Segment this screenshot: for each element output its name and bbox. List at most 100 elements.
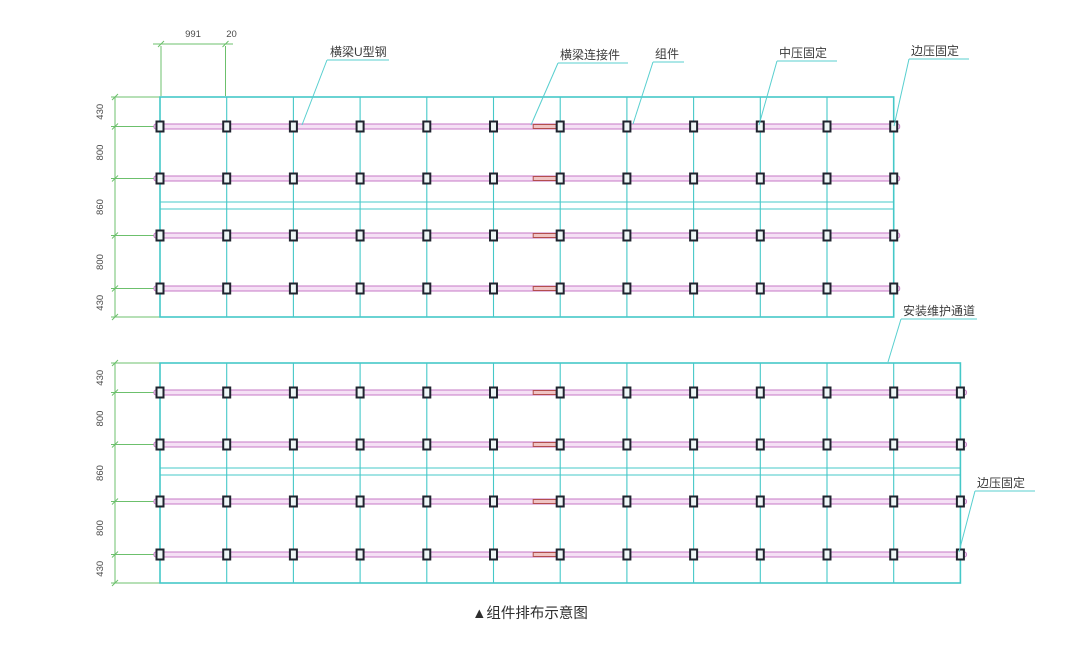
- beam-connector: [532, 390, 557, 395]
- callout-label-mid-clamp: 中压固定: [779, 45, 827, 60]
- dim-label-bottom-2: 860: [95, 465, 106, 481]
- mid-clamp: [288, 282, 298, 295]
- mid-clamp: [422, 548, 432, 561]
- beam-connector: [532, 176, 557, 181]
- mid-clamp: [288, 229, 298, 242]
- beam-connector: [532, 552, 557, 557]
- callout-label-module: 组件: [655, 47, 679, 61]
- mid-clamp: [555, 548, 565, 561]
- mid-clamp: [622, 172, 632, 185]
- mid-clamp: [822, 438, 832, 451]
- callout-leader-edge-clamp-bottom: [958, 490, 976, 553]
- left-dim-oblique-tick: [111, 359, 119, 367]
- left-dim-oblique-tick: [111, 441, 119, 448]
- mid-clamp: [689, 282, 699, 295]
- mid-clamp: [755, 548, 765, 561]
- mid-clamp: [555, 172, 565, 185]
- mid-clamp: [822, 548, 832, 561]
- table-frame: [159, 362, 962, 584]
- mid-clamp: [355, 438, 365, 451]
- callout-label-maintenance-channel: 安装维护通道: [903, 303, 975, 318]
- table-frame: [159, 96, 895, 318]
- callout-label-beam-connector: 横梁连接件: [560, 47, 620, 62]
- callout-label-beam-u-steel: 横梁U型钢: [330, 44, 387, 59]
- mid-clamp: [422, 282, 432, 295]
- mid-clamp: [755, 120, 765, 133]
- mid-clamp: [755, 172, 765, 185]
- callout-leader-module: [632, 61, 654, 125]
- edge-clamp: [155, 386, 165, 399]
- mid-clamp: [889, 548, 899, 561]
- edge-clamp: [889, 229, 899, 242]
- mid-clamp: [822, 229, 832, 242]
- beam-connector: [532, 442, 557, 447]
- callout-leader-beam-connector: [530, 62, 559, 126]
- mid-clamp: [355, 282, 365, 295]
- mid-clamp: [822, 120, 832, 133]
- mid-clamp: [622, 120, 632, 133]
- mid-clamp: [755, 282, 765, 295]
- edge-clamp: [155, 548, 165, 561]
- mid-clamp: [755, 229, 765, 242]
- left-dim-oblique-tick: [111, 175, 119, 182]
- mid-clamp: [622, 548, 632, 561]
- mid-clamp: [822, 495, 832, 508]
- edge-clamp: [155, 229, 165, 242]
- top-dim-oblique-tick: [222, 40, 229, 48]
- left-dim-oblique-tick: [111, 285, 119, 292]
- mid-clamp: [288, 548, 298, 561]
- left-dim-oblique-tick: [111, 579, 119, 587]
- mid-clamp: [889, 495, 899, 508]
- dim-label-bottom-1: 800: [95, 411, 106, 427]
- mid-clamp: [689, 172, 699, 185]
- mid-clamp: [288, 438, 298, 451]
- mid-clamp: [822, 386, 832, 399]
- edge-clamp: [955, 386, 965, 399]
- mid-clamp: [422, 386, 432, 399]
- edge-clamp: [889, 282, 899, 295]
- mid-clamp: [622, 438, 632, 451]
- callout-leader-maintenance-channel: [887, 318, 902, 363]
- mid-clamp: [755, 438, 765, 451]
- mid-clamp: [422, 120, 432, 133]
- mid-clamp: [489, 282, 498, 295]
- mid-clamp: [355, 548, 365, 561]
- mid-clamp: [222, 172, 232, 185]
- callout-leader-mid-clamp: [758, 60, 778, 126]
- mid-clamp: [622, 229, 632, 242]
- mid-clamp: [889, 386, 899, 399]
- edge-clamp: [155, 120, 165, 133]
- mid-clamp: [622, 282, 632, 295]
- beam-connector: [532, 233, 557, 238]
- left-dim-oblique-tick: [111, 232, 119, 239]
- callout-leader-edge-clamp-top: [893, 58, 910, 127]
- mid-clamp: [555, 495, 565, 508]
- left-dim-oblique-tick: [111, 498, 119, 505]
- left-dim-oblique-tick: [111, 93, 119, 101]
- mid-clamp: [822, 282, 832, 295]
- mid-clamp: [222, 495, 232, 508]
- left-dim-oblique-tick: [111, 313, 119, 321]
- mid-clamp: [489, 120, 498, 133]
- mid-clamp: [622, 386, 632, 399]
- edge-clamp: [155, 438, 165, 451]
- figure-title: ▲组件排布示意图: [472, 604, 588, 622]
- beam-connector: [532, 499, 557, 504]
- mid-clamp: [288, 495, 298, 508]
- mid-clamp: [355, 172, 365, 185]
- dim-label-top-1: 800: [95, 145, 106, 161]
- dim-label-top-2: 860: [95, 199, 106, 215]
- mid-clamp: [355, 495, 365, 508]
- mid-clamp: [489, 172, 498, 185]
- crossbeam-u-steel: [153, 175, 901, 182]
- left-dim-oblique-tick: [111, 389, 119, 396]
- mid-clamp: [489, 386, 498, 399]
- mid-clamp: [489, 495, 498, 508]
- mid-clamp: [489, 438, 498, 451]
- mid-clamp: [555, 120, 565, 133]
- dim-label-top-0: 430: [95, 104, 106, 120]
- mid-clamp: [689, 386, 699, 399]
- left-dim-oblique-tick: [111, 551, 119, 558]
- callout-leader-beam-u-steel: [301, 59, 328, 126]
